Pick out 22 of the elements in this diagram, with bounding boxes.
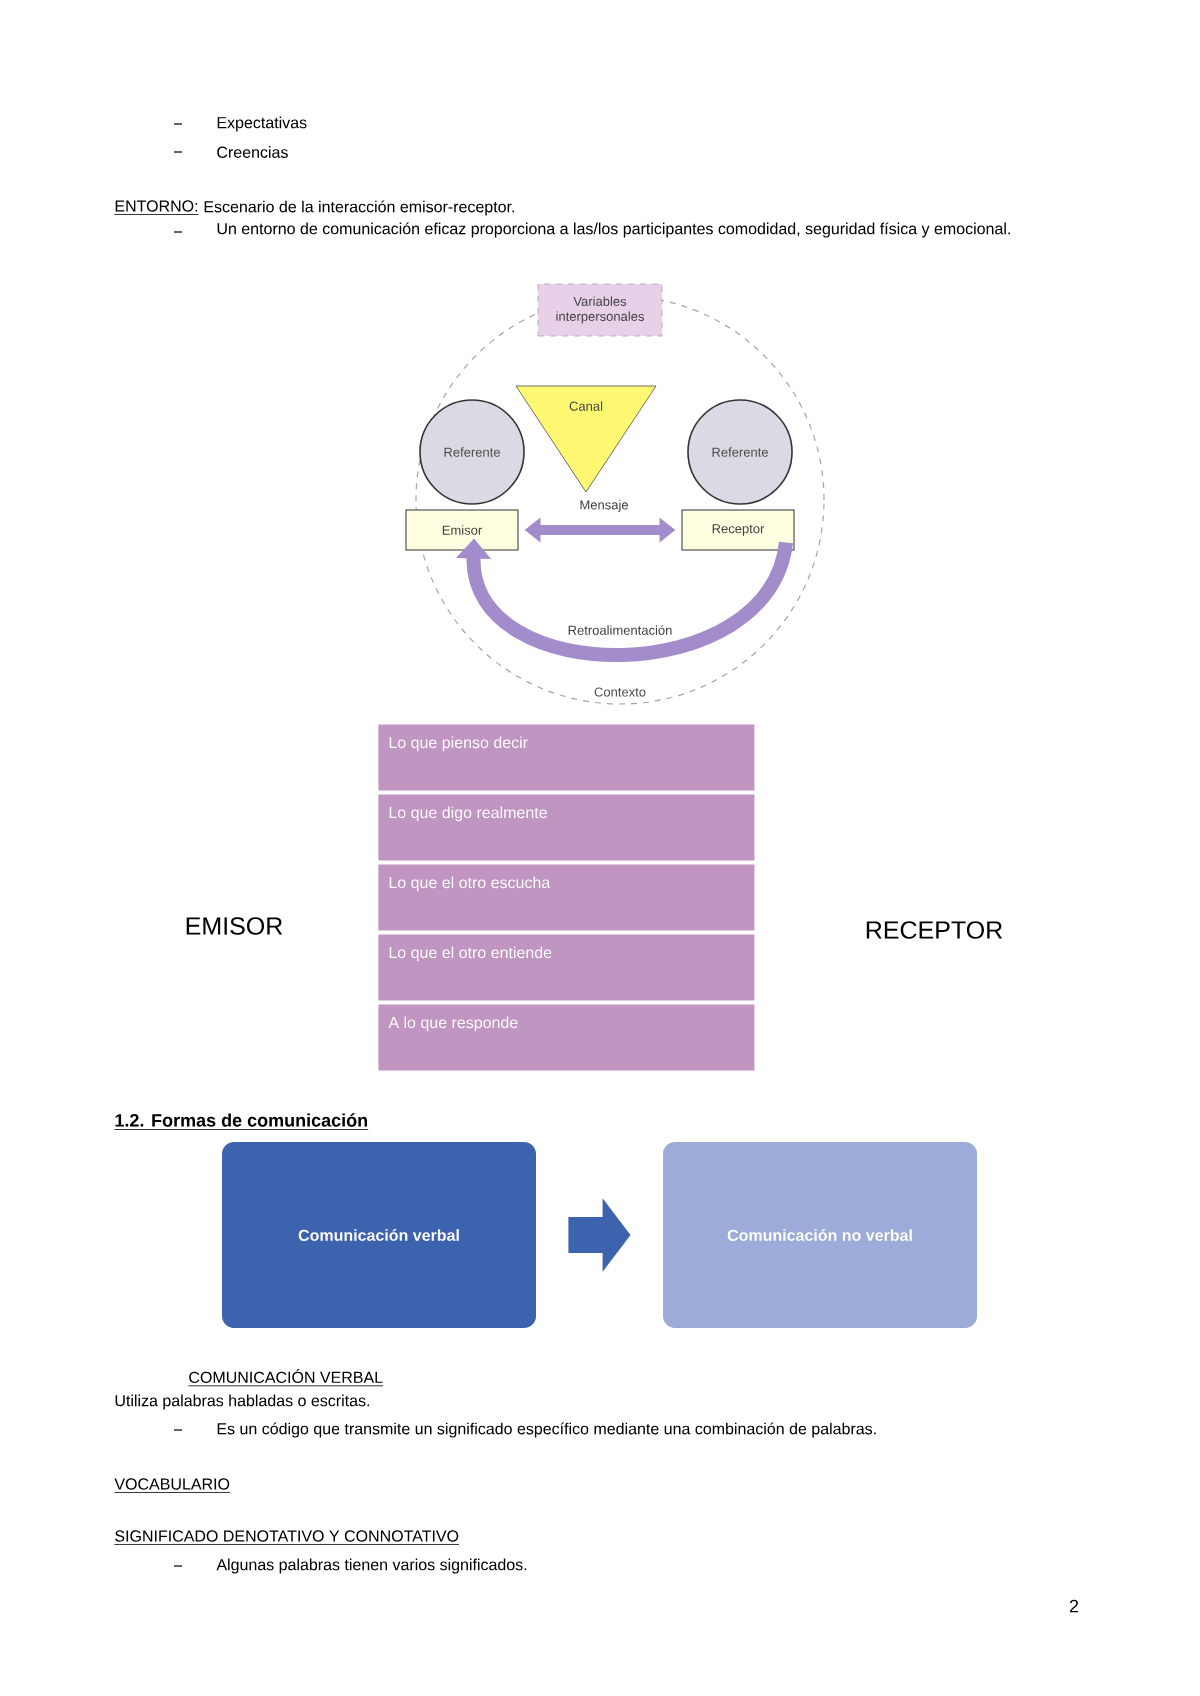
text-line: Algunas palabras tienen varios significados.	[216, 1558, 527, 1574]
text-line: Escenario de la interacción emisor-receptor.	[204, 200, 514, 216]
heading: SIGNIFICADO DENOTATIVO Y CONNOTATIVO	[114, 1530, 460, 1545]
heading: 1.2. Formas de comunicación	[114, 1113, 369, 1130]
text-line: EMISOR	[186, 917, 283, 935]
text-line: Creencias	[217, 146, 288, 158]
paragraph: Un entorno de comunicación eficaz proporciona a las/los participantes comodidad, seguridad física y emocional.	[217, 222, 1010, 238]
form-box: Comunicación verbal	[222, 1142, 536, 1328]
heading: ENTORNO:	[114, 200, 199, 215]
text-line: Es un código que transmite un significado específico mediante una combinación de palabras.	[217, 1422, 876, 1438]
message-row: Lo que el otro entiende	[378, 934, 755, 1001]
message-row: A lo que responde	[378, 1004, 755, 1071]
text-line: RECEPTOR	[866, 921, 1003, 939]
text-line: Expectativas	[217, 116, 307, 132]
heading: COMUNICACIÓN VERBAL	[188, 1369, 384, 1387]
text-line: Utiliza palabras habladas o escritas.	[115, 1394, 369, 1410]
heading: VOCABULARIO	[114, 1478, 231, 1493]
page-number: 2	[1069, 1599, 1079, 1613]
form-box: Comunicación no verbal	[663, 1142, 977, 1328]
message-row: Lo que digo realmente	[378, 794, 755, 861]
message-row: Lo que pienso decir	[378, 724, 755, 791]
message-row: Lo que el otro escucha	[378, 864, 755, 931]
